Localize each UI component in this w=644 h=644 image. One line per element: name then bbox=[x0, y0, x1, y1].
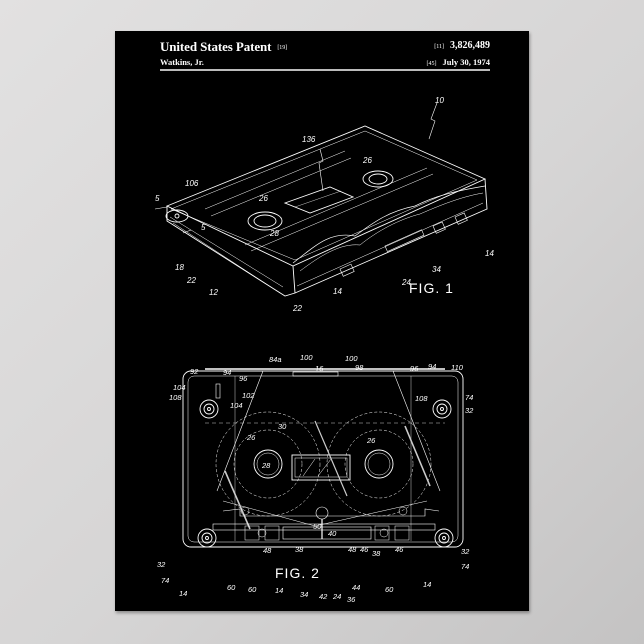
svg-text:5: 5 bbox=[201, 223, 206, 232]
svg-text:38: 38 bbox=[372, 549, 381, 558]
patent-title-text: United States Patent bbox=[160, 39, 272, 54]
svg-text:136: 136 bbox=[302, 135, 316, 144]
svg-text:104: 104 bbox=[230, 401, 243, 410]
svg-text:104: 104 bbox=[173, 383, 186, 392]
svg-text:16: 16 bbox=[315, 364, 324, 373]
number-code: [11] bbox=[434, 44, 444, 50]
svg-text:26: 26 bbox=[258, 194, 268, 203]
svg-text:50: 50 bbox=[313, 522, 322, 531]
svg-text:18: 18 bbox=[175, 263, 184, 272]
svg-text:28: 28 bbox=[269, 229, 279, 238]
title-code: [19] bbox=[277, 45, 287, 51]
patent-date-value: July 30, 1974 bbox=[442, 57, 490, 67]
svg-text:48: 48 bbox=[263, 546, 272, 555]
fig2-cassette-plan-drawing bbox=[182, 368, 464, 548]
svg-text:22: 22 bbox=[292, 304, 302, 313]
svg-text:24: 24 bbox=[401, 278, 411, 287]
svg-text:96: 96 bbox=[239, 374, 248, 383]
svg-text:26: 26 bbox=[366, 436, 376, 445]
fig1-reference-numerals: 10 136 26 106 5 5 26 28 14 34 24 18 22 1… bbox=[155, 96, 494, 313]
svg-text:46: 46 bbox=[395, 545, 404, 554]
svg-text:110: 110 bbox=[451, 363, 464, 372]
svg-text:26: 26 bbox=[246, 433, 256, 442]
svg-text:14: 14 bbox=[179, 589, 187, 598]
patent-title: United States Patent [19] bbox=[160, 39, 287, 55]
svg-text:32: 32 bbox=[465, 406, 474, 415]
svg-text:94: 94 bbox=[428, 362, 436, 371]
date-code: [45] bbox=[426, 61, 437, 67]
svg-text:100: 100 bbox=[300, 353, 313, 362]
fig1-cassette-perspective-drawing bbox=[154, 102, 488, 297]
svg-text:44: 44 bbox=[352, 583, 360, 592]
svg-text:108: 108 bbox=[415, 394, 428, 403]
svg-text:60: 60 bbox=[385, 585, 394, 594]
svg-text:60: 60 bbox=[248, 585, 257, 594]
svg-text:96: 96 bbox=[410, 364, 419, 373]
fig1-label: FIG. 1 bbox=[409, 280, 454, 296]
svg-text:42: 42 bbox=[319, 592, 328, 601]
svg-text:48: 48 bbox=[348, 545, 357, 554]
svg-text:74: 74 bbox=[161, 576, 169, 585]
fig2-label: FIG. 2 bbox=[275, 565, 320, 581]
svg-text:74: 74 bbox=[461, 562, 469, 571]
svg-text:100: 100 bbox=[345, 354, 358, 363]
svg-text:5: 5 bbox=[155, 194, 160, 203]
svg-text:34: 34 bbox=[432, 265, 441, 274]
svg-text:12: 12 bbox=[209, 288, 218, 297]
svg-text:40: 40 bbox=[328, 529, 337, 538]
svg-text:14: 14 bbox=[485, 249, 494, 258]
svg-text:92: 92 bbox=[190, 367, 199, 376]
svg-text:38: 38 bbox=[295, 545, 304, 554]
svg-text:60: 60 bbox=[227, 583, 236, 592]
svg-text:98: 98 bbox=[355, 363, 364, 372]
svg-text:36: 36 bbox=[347, 595, 356, 604]
inventor-name: Watkins, Jr. bbox=[160, 57, 204, 67]
patent-number: [11] 3,826,489 bbox=[434, 40, 490, 51]
patent-number-value: 3,826,489 bbox=[450, 40, 490, 51]
svg-text:108: 108 bbox=[169, 393, 182, 402]
svg-text:84a: 84a bbox=[269, 355, 282, 364]
patent-header: United States Patent [19] Watkins, Jr. [1… bbox=[160, 34, 490, 74]
svg-text:30: 30 bbox=[278, 422, 287, 431]
svg-text:32: 32 bbox=[461, 547, 470, 556]
svg-text:26: 26 bbox=[362, 156, 372, 165]
svg-text:106: 106 bbox=[185, 179, 199, 188]
svg-text:10: 10 bbox=[435, 96, 444, 105]
fig2-reference-numerals: 92 94 96 84a 100 16 100 98 96 94 110 104… bbox=[157, 353, 474, 604]
patent-date: [45] July 30, 1974 bbox=[427, 57, 490, 67]
svg-text:34: 34 bbox=[300, 590, 308, 599]
svg-text:14: 14 bbox=[275, 586, 283, 595]
svg-text:24: 24 bbox=[332, 592, 341, 601]
patent-poster: United States Patent [19] Watkins, Jr. [1… bbox=[115, 31, 529, 611]
svg-text:14: 14 bbox=[423, 580, 431, 589]
svg-text:74: 74 bbox=[465, 393, 473, 402]
svg-text:28: 28 bbox=[261, 461, 271, 470]
svg-text:14: 14 bbox=[333, 287, 342, 296]
header-divider bbox=[160, 69, 490, 71]
svg-text:102: 102 bbox=[242, 391, 255, 400]
svg-text:46: 46 bbox=[360, 545, 369, 554]
svg-text:94: 94 bbox=[223, 368, 231, 377]
svg-text:32: 32 bbox=[157, 560, 166, 569]
svg-text:22: 22 bbox=[186, 276, 196, 285]
